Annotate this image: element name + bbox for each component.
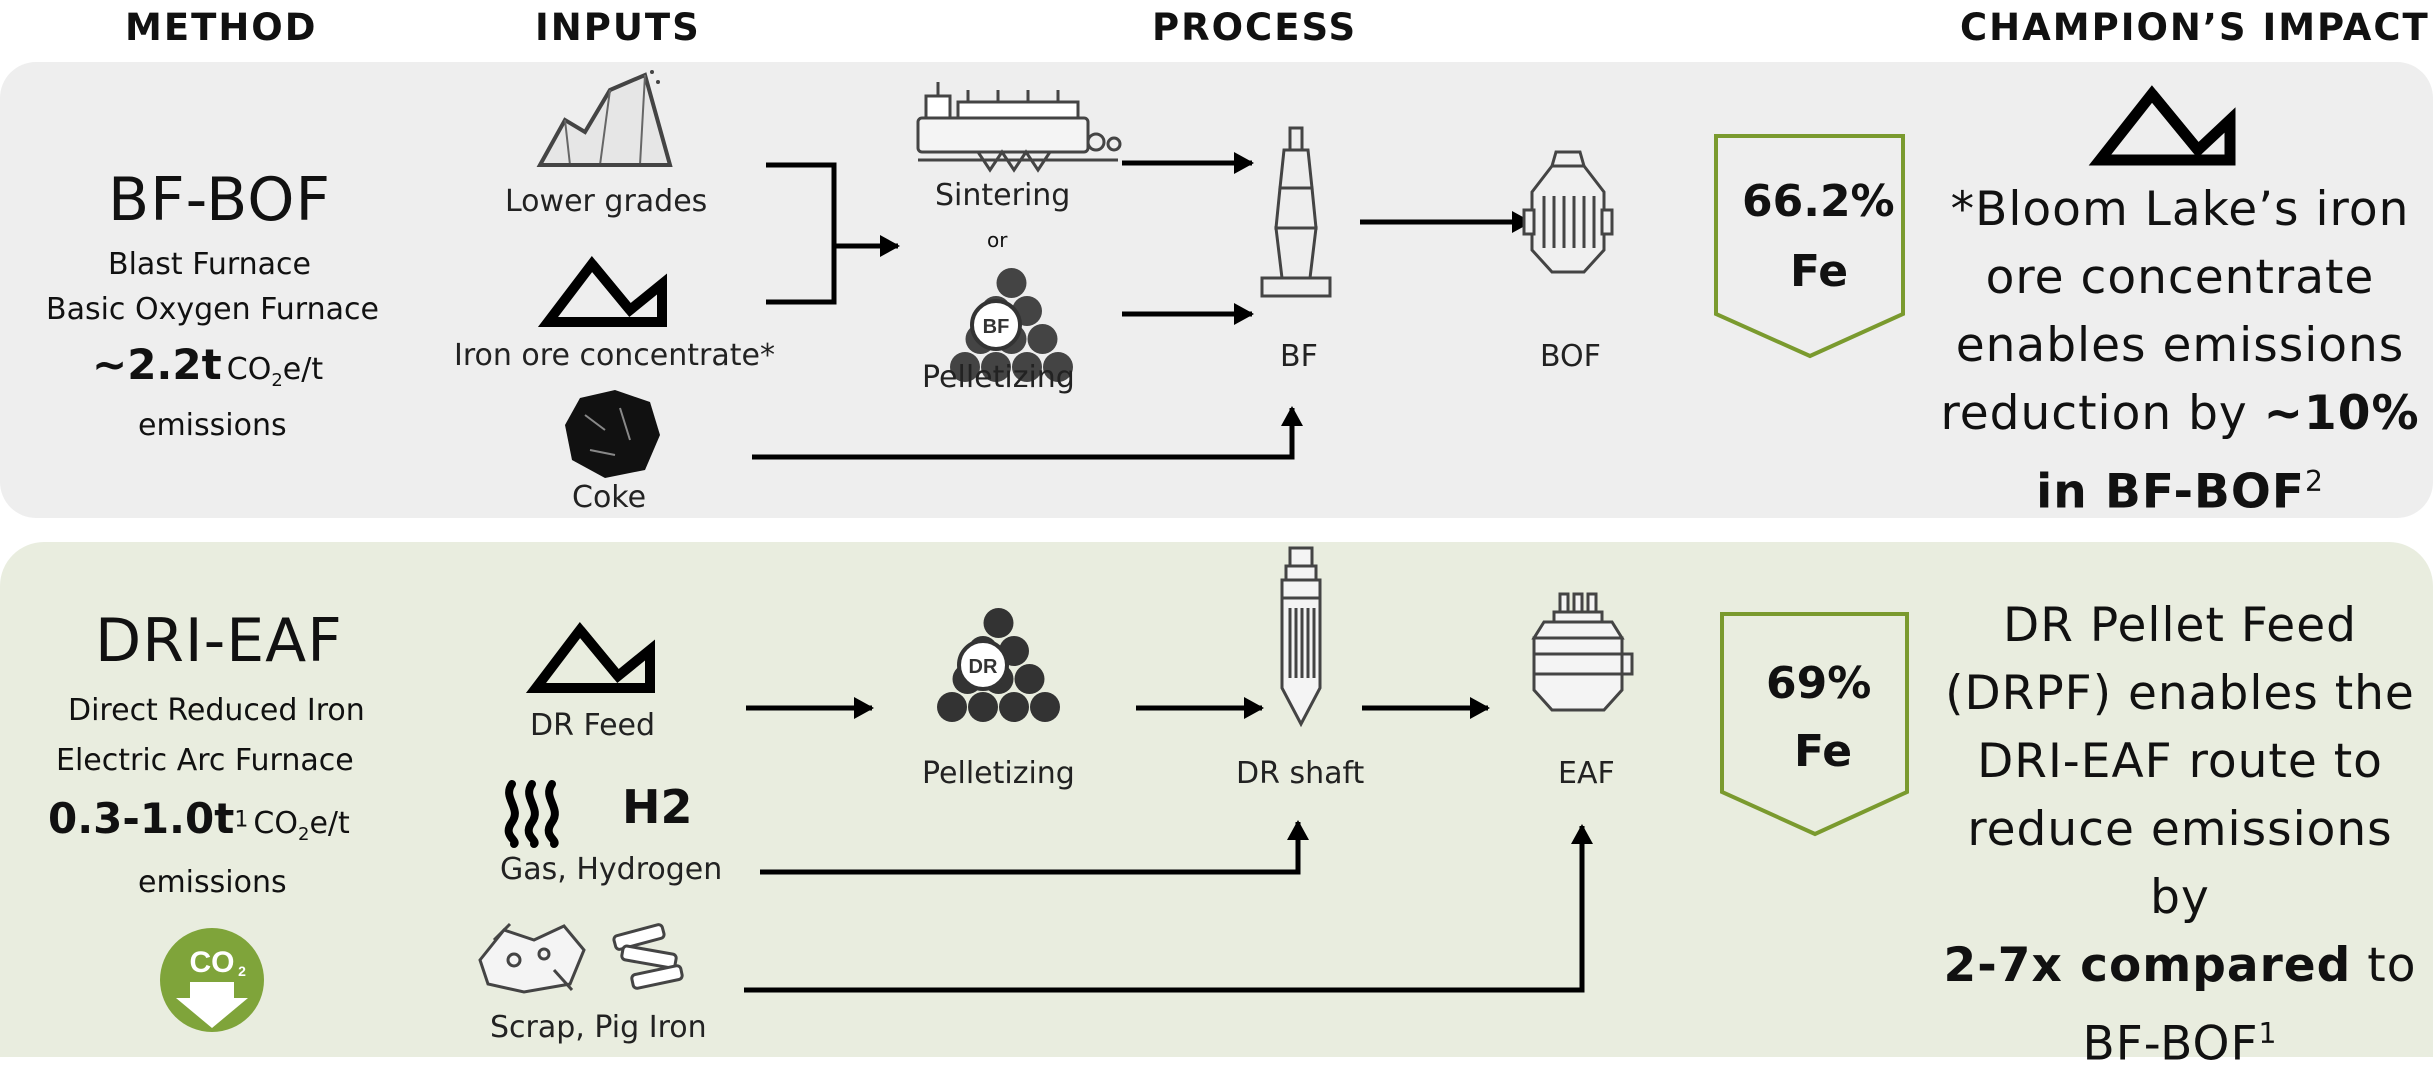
header-method: METHOD bbox=[125, 6, 318, 49]
eaf-icon bbox=[1531, 592, 1634, 712]
process-sintering-label: Sintering bbox=[935, 178, 1071, 213]
pellet-badge-label: DR bbox=[969, 656, 998, 678]
bf-bof-impact-text: *Bloom Lake’s iron ore concentrate enabl… bbox=[1940, 182, 2420, 520]
dri-eaf-emissions-label: emissions bbox=[138, 865, 287, 900]
pellet-ball bbox=[1030, 692, 1060, 722]
process-dr-pelletizing-label: Pelletizing bbox=[922, 756, 1075, 791]
pellet-badge-label: BF bbox=[983, 316, 1010, 338]
input-iron-ore-concentrate-label: Iron ore concentrate* bbox=[454, 338, 775, 373]
pig-iron-icon bbox=[612, 923, 684, 990]
pellet-ball bbox=[1012, 352, 1042, 382]
pellet-ball bbox=[968, 692, 998, 722]
input-h2-label: H2 bbox=[622, 780, 693, 834]
header-process: PROCESS bbox=[1152, 6, 1358, 49]
bof-converter-icon bbox=[1522, 150, 1614, 274]
pellet-badge bbox=[957, 639, 1009, 691]
pellet-ball bbox=[937, 692, 967, 722]
input-gas-hydrogen-label: Gas, Hydrogen bbox=[500, 852, 723, 887]
pellet-pyramid-bf-icon: BF bbox=[950, 268, 1073, 382]
input-dr-feed-label: DR Feed bbox=[530, 708, 656, 743]
bf-bof-panel bbox=[0, 62, 2433, 518]
dr-feed-icon bbox=[525, 621, 655, 693]
dri-eaf-fe-unit: Fe bbox=[1794, 726, 1853, 777]
header-champions-impact: CHAMPION’S IMPACT bbox=[1960, 6, 2430, 49]
pellet-ball bbox=[981, 352, 1011, 382]
bf-bof-fe-unit: Fe bbox=[1790, 246, 1849, 297]
process-or-label: or bbox=[987, 228, 1008, 252]
flow-diagram: BF DR bbox=[160, 70, 2236, 1032]
champion-logo-icon bbox=[2088, 85, 2236, 166]
co2-down-badge-icon: CO 2 bbox=[160, 928, 264, 1032]
pellet-ball bbox=[1014, 664, 1045, 694]
dri-eaf-title: DRI-EAF bbox=[95, 606, 343, 676]
process-pelletizing-label: Pelletizing bbox=[922, 360, 1075, 395]
fe-badge-bf-bof bbox=[1714, 134, 1905, 359]
dri-eaf-impact-text: DR Pellet Feed (DRPF) enables the DRI-EA… bbox=[1943, 598, 2417, 1072]
gas-heat-icon bbox=[504, 780, 559, 848]
lower-grades-icon bbox=[536, 70, 673, 167]
dri-eaf-fe-value: 69% bbox=[1766, 658, 1872, 709]
input-lower-grades-label: Lower grades bbox=[505, 184, 708, 219]
scrap-icon bbox=[478, 922, 586, 994]
pellet-pyramid-dr-icon: DR bbox=[937, 608, 1060, 722]
dri-eaf-arrows bbox=[744, 697, 1593, 993]
dri-eaf-emissions: 0.3-1.0t1 CO2e/t bbox=[48, 794, 350, 845]
process-eaf-label: EAF bbox=[1558, 756, 1615, 791]
dri-eaf-panel bbox=[0, 542, 2433, 1057]
dri-eaf-line2: Electric Arc Furnace bbox=[56, 743, 354, 778]
pellet-badge bbox=[970, 299, 1022, 351]
dri-eaf-line1: Direct Reduced Iron bbox=[68, 693, 365, 728]
header-inputs: INPUTS bbox=[535, 6, 701, 49]
blast-furnace-icon bbox=[1260, 126, 1332, 298]
arrow-coke-to-bf bbox=[752, 406, 1303, 460]
bf-bof-line1: Blast Furnace bbox=[108, 247, 312, 282]
svg-text:CO: CO bbox=[190, 946, 235, 979]
pellet-ball bbox=[1043, 352, 1073, 382]
dr-shaft-icon bbox=[1280, 546, 1322, 728]
pellet-ball bbox=[999, 692, 1029, 722]
pellet-ball bbox=[1027, 324, 1058, 354]
pellet-ball bbox=[983, 608, 1014, 638]
bf-bof-title: BF-BOF bbox=[108, 165, 332, 235]
bf-bof-emissions: ~2.2t CO2e/t bbox=[92, 340, 324, 391]
bf-bof-fe-value: 66.2% bbox=[1742, 176, 1895, 227]
pellet-ball bbox=[996, 268, 1027, 298]
sintering-machine-icon bbox=[916, 82, 1122, 173]
input-coke-label: Coke bbox=[572, 480, 647, 515]
bf-bof-emissions-label: emissions bbox=[138, 408, 287, 443]
pellet-ball bbox=[950, 352, 980, 382]
iron-ore-concentrate-icon bbox=[537, 255, 667, 327]
input-scrap-pig-iron-label: Scrap, Pig Iron bbox=[490, 1010, 707, 1045]
process-bof-label: BOF bbox=[1540, 339, 1601, 374]
svg-text:2: 2 bbox=[238, 963, 246, 979]
arrow-scrap-to-eaf bbox=[744, 824, 1593, 993]
process-dr-shaft-label: DR shaft bbox=[1236, 756, 1365, 791]
arrow-gas-to-shaft bbox=[760, 820, 1309, 875]
coke-icon bbox=[565, 390, 660, 478]
bf-bof-arrows bbox=[752, 152, 1532, 460]
fe-badge-dri-eaf bbox=[1720, 612, 1909, 837]
bf-bof-line2: Basic Oxygen Furnace bbox=[46, 292, 379, 327]
bracket-connector bbox=[766, 162, 837, 305]
process-bf-label: BF bbox=[1280, 339, 1318, 374]
